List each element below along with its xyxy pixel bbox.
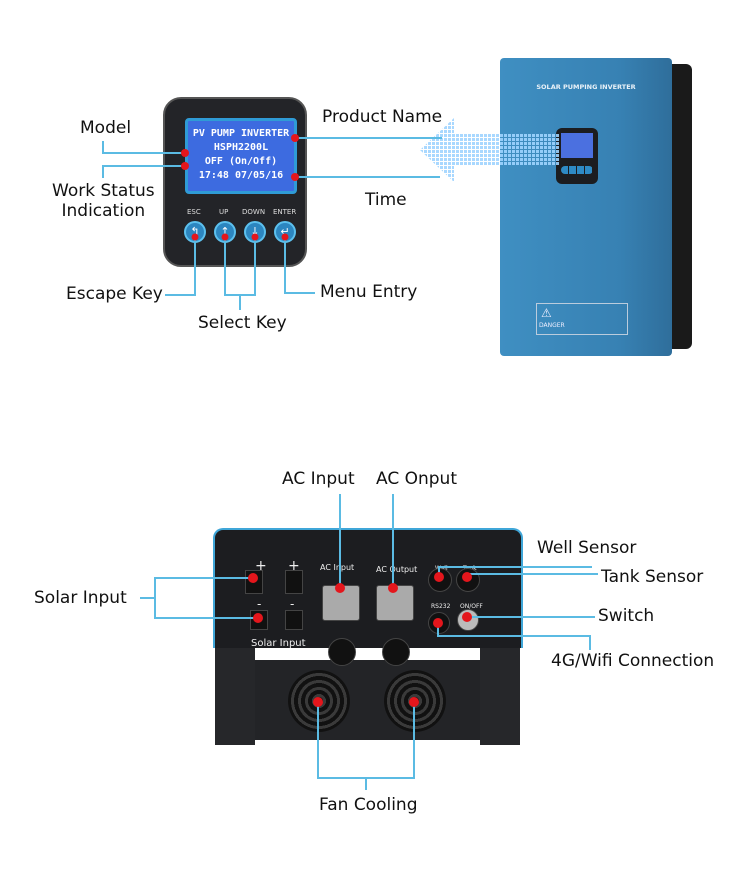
down-label: DOWN [242,208,266,216]
label-ac-input: AC Input [282,469,355,489]
fan-left-dot [313,697,323,707]
ac-output-cap [382,638,410,666]
bracket-left [215,648,255,745]
rs232-dot [433,618,443,628]
label-work-status: Work Status Indication [52,181,155,221]
model-dot [181,149,189,157]
lcd-line-status: OFF (On/Off) [204,156,278,167]
enter-arrow-icon: ↵ [280,225,290,238]
lcd-line-model: HSPH2200L [213,142,269,153]
esc-dot [191,233,199,241]
label-escape-key: Escape Key [66,284,163,304]
warning-label: ⚠ DANGER [536,303,628,335]
mini-display [556,128,598,184]
onoff-panel-label: ON/OFF [460,603,483,610]
tank-dot [462,572,472,582]
label-well-sensor: Well Sensor [537,538,637,558]
label-connection: 4G/Wifi Connection [551,651,715,671]
label-ac-output: AC Onput [376,469,457,489]
plus-label-1: + [255,558,267,574]
lcd-line-product: PV PUMP INVERTER [192,128,290,139]
arrow-up-icon: ↑ [220,225,230,238]
solar-minus-dot [253,613,263,623]
status-dot [181,162,189,170]
label-select-key: Select Key [198,313,287,333]
switch-dot [462,612,472,622]
solar-plus-connector-2 [285,570,303,594]
minus-label-1: - [257,597,262,611]
well-dot [434,572,444,582]
label-switch: Switch [598,606,655,626]
label-product-name: Product Name [322,107,443,127]
label-menu-entry: Menu Entry [320,282,418,302]
minus-label-2: - [290,597,295,611]
rs232-panel-label: RS232 [431,603,451,610]
label-time: Time [365,190,407,210]
ac-input-dot [335,583,345,593]
up-label: UP [219,208,229,216]
enter-dot [281,233,289,241]
ac-input-panel-label: AC Input [320,563,355,572]
label-tank-sensor: Tank Sensor [601,567,704,587]
product-dot [291,134,299,142]
bracket-right [480,648,520,745]
label-solar-input: Solar Input [34,588,127,608]
warning-icon: ⚠ [541,306,552,320]
inverter-title: SOLAR PUMPING INVERTER [536,83,636,91]
ac-output-panel-label: AC Output [376,565,418,574]
solar-input-panel-label: Solar Input [251,638,306,649]
solar-minus-connector-2 [285,610,303,630]
time-dot [291,173,299,181]
up-dot [221,233,229,241]
solar-plus-dot [248,573,258,583]
fan-right-dot [409,697,419,707]
ac-input-cap [328,638,356,666]
label-fan-cooling: Fan Cooling [319,795,418,815]
plus-label-2: + [288,558,300,574]
label-model: Model [80,118,132,138]
inverter-body: SOLAR PUMPING INVERTER ⚠ DANGER [500,58,672,356]
lcd-screen: PV PUMP INVERTER HSPH2200L OFF (On/Off) … [185,118,297,194]
down-dot [251,233,259,241]
lcd-line-time: 17:48 07/05/16 [198,170,284,181]
pointer-arrow-icon [420,118,560,182]
esc-label: ESC [187,208,201,216]
return-arrow-icon: ↰ [190,225,200,238]
ac-output-dot [388,583,398,593]
arrow-down-icon: ↓ [250,225,260,238]
warning-text: DANGER [539,322,565,329]
inverter-side [668,64,692,349]
enter-label: ENTER [273,208,297,216]
